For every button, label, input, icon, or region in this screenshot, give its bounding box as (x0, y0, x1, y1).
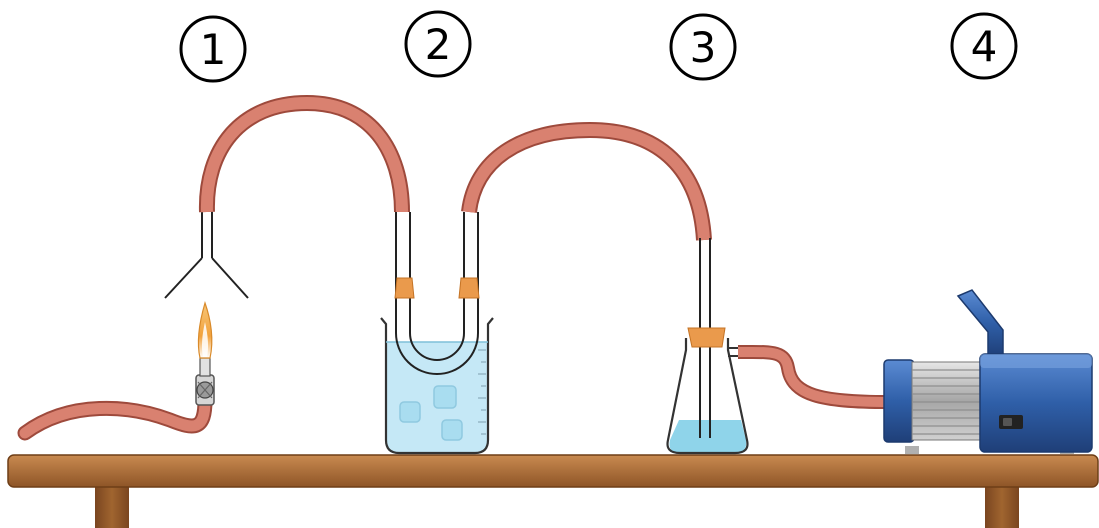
vacuum-pump (883, 289, 1093, 454)
station-label-2-text: 2 (425, 20, 452, 69)
side-arm-flask (666, 338, 749, 455)
station-label-4: 4 (950, 12, 1018, 80)
gas-supply-hose (17, 392, 213, 441)
station-label-2: 2 (404, 10, 472, 78)
u-tube (395, 212, 479, 375)
station-label-3: 3 (669, 13, 737, 81)
table-top (7, 454, 1099, 488)
table-leg-left (95, 482, 129, 528)
collection-funnel (164, 210, 249, 299)
table-leg-right (985, 482, 1019, 528)
burner (195, 357, 215, 406)
flask-stopper (687, 327, 726, 348)
power-switch-icon (999, 415, 1023, 429)
tubing-flask-to-pump (737, 344, 889, 409)
u-tube-stoppers (394, 277, 480, 299)
tubing-funnel-to-u-tube (198, 94, 410, 213)
station-label-4-text: 4 (971, 22, 998, 71)
station-label-3-text: 3 (690, 23, 717, 72)
tubing-u-tube-to-flask (461, 121, 712, 241)
station-label-1-text: 1 (200, 25, 227, 74)
cooling-fins (912, 369, 984, 435)
station-label-1: 1 (179, 15, 247, 83)
lab-table (7, 454, 1099, 528)
flame-icon (197, 301, 213, 359)
ice-cubes (399, 385, 463, 441)
